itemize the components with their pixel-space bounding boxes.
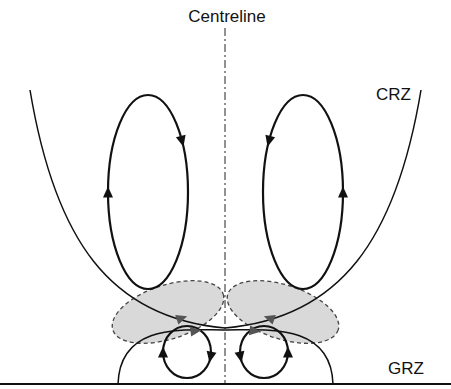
crz-boundary — [30, 90, 421, 328]
centreline-label: Centreline — [186, 8, 268, 25]
flow-arrowhead — [207, 351, 217, 363]
flow-arrowhead — [190, 327, 202, 337]
crz-vortex — [263, 95, 343, 289]
flow-arrowhead — [249, 325, 261, 335]
flow-arrowhead — [283, 347, 293, 358]
flow-arrowhead — [265, 135, 275, 147]
zone-label: CRZ — [376, 86, 411, 103]
zone-label: GRZ — [388, 360, 424, 377]
interaction-zone — [219, 268, 346, 355]
ground-line — [0, 383, 451, 385]
crz-vortex — [108, 95, 188, 289]
interaction-zone — [104, 268, 231, 355]
grz-boundary — [118, 330, 333, 384]
flow-arrowhead — [175, 315, 187, 324]
flow-arrowhead — [158, 347, 168, 358]
flow-arrowhead — [176, 135, 186, 147]
flow-arrowhead — [338, 187, 348, 198]
flow-arrowhead — [264, 315, 276, 324]
grz-vortex — [163, 326, 211, 378]
grz-vortex — [240, 326, 288, 378]
flow-arrowhead — [235, 351, 245, 363]
flow-arrowhead — [103, 187, 113, 198]
